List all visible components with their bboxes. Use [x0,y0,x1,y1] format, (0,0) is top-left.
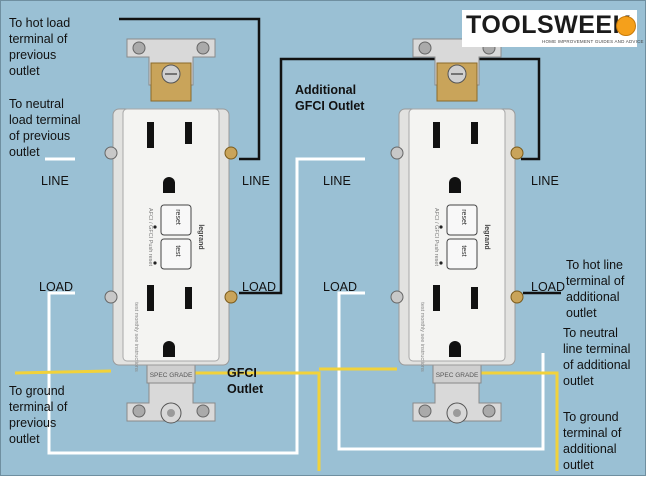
strap-hole-icon [418,404,432,418]
terminal-label-load-right-1: LOAD [242,280,277,294]
load-hot-terminal [224,290,238,304]
load-hot-terminal [510,290,524,304]
toolsweek-logo: TOOLSWEEK HOME IMPROVEMENT GUIDES AND AD… [462,10,644,47]
reset-button [446,204,478,236]
mounting-strap-top [126,38,216,86]
spec-grade-text: SPEC GRADE [150,372,193,379]
receptacle-slot [185,287,192,309]
test-label: test [460,245,467,256]
label-ground-additional: To ground terminal of additional outlet [563,410,622,472]
ground-wire-additional [457,371,559,471]
indicator-dot [439,261,443,265]
indicator-dot [153,261,157,265]
strap-hole-icon [132,404,146,418]
logo-tagline: HOME IMPROVEMENT GUIDES AND ADVICE [542,39,644,44]
gfci-outlet-1: SPEC GRADE reset test AFCI / GFCI Push rese… [104,38,238,424]
label-hot-previous: To hot load terminal of previous outlet [9,16,71,78]
test-monthly-text: test monthly see instructions [419,302,425,372]
ground-hole [163,341,175,357]
line-neutral-terminal [104,146,118,160]
label-ground-previous: To ground terminal of previous outlet [9,384,68,446]
line-hot-terminal [224,146,238,160]
ground-jumper-wire [171,371,321,471]
receptacle-slot [471,287,478,309]
ground-hole [163,177,175,193]
hard-hat-icon [616,16,636,36]
strap-hole-icon [196,404,210,418]
side-text: AFCI / GFCI Push reset [147,208,153,267]
strap-hole-icon [418,41,432,55]
load-neutral-terminal [390,290,404,304]
strap-hole-icon [196,41,210,55]
hot-wire-previous [119,17,261,161]
hot-jumper-wire [239,57,541,295]
indicator-dot [153,225,157,229]
strap-hole-icon [132,41,146,55]
receptacle-slot [147,285,154,311]
ground-wire-previous [14,369,112,375]
neutral-wire-additional [337,291,545,451]
ground-hole [449,177,461,193]
side-text: AFCI / GFCI Push reset [433,208,439,267]
ground-screw-center [453,409,461,417]
receptacle-slot [147,122,154,148]
label-neutral-previous: To neutral load terminal of previous out… [9,97,81,159]
label-additional-gfci-outlet: Additional GFCI Outlet [295,83,365,113]
receptacle-slot [471,122,478,144]
ground-screw-center [167,409,175,417]
test-label: test [174,245,181,256]
terminal-label-load-left-1: LOAD [39,280,74,294]
label-neutral-additional: To neutral line terminal of additional o… [563,326,631,388]
receptacle-slot [433,122,440,148]
terminal-label-load-right-2: LOAD [531,280,566,294]
receptacle-slot [185,122,192,144]
terminal-label-line-right-2: LINE [531,174,559,188]
test-button [160,238,192,270]
reset-label: reset [460,209,467,225]
reset-label: reset [174,209,181,225]
logo-wordmark: TOOLSWEEK [466,11,632,39]
brand-text: legrand [197,224,204,249]
terminal-label-line-right-1: LINE [242,174,270,188]
terminal-label-line-left-2: LINE [323,174,351,188]
ground-hole [449,341,461,357]
reset-button [160,204,192,236]
label-gfci-outlet: GFCI Outlet [227,366,264,396]
strap-hole-icon [482,404,496,418]
indicator-dot [439,225,443,229]
terminal-label-line-left-1: LINE [41,174,69,188]
terminal-label-load-left-2: LOAD [323,280,358,294]
line-neutral-terminal [390,146,404,160]
label-hot-additional: To hot line terminal of additional outle… [566,258,625,320]
line-hot-terminal [510,146,524,160]
receptacle-slot [433,285,440,311]
load-neutral-terminal [104,290,118,304]
spec-grade-text: SPEC GRADE [436,372,479,379]
test-monthly-text: test monthly see instructions [133,302,139,372]
wires [14,17,561,471]
test-button [446,238,478,270]
neutral-jumper-wire [47,157,365,455]
gfci-outlet-2: SPEC GRADE reset test AFCI / GFCI Push rese… [390,38,524,424]
brand-text: legrand [483,224,490,249]
